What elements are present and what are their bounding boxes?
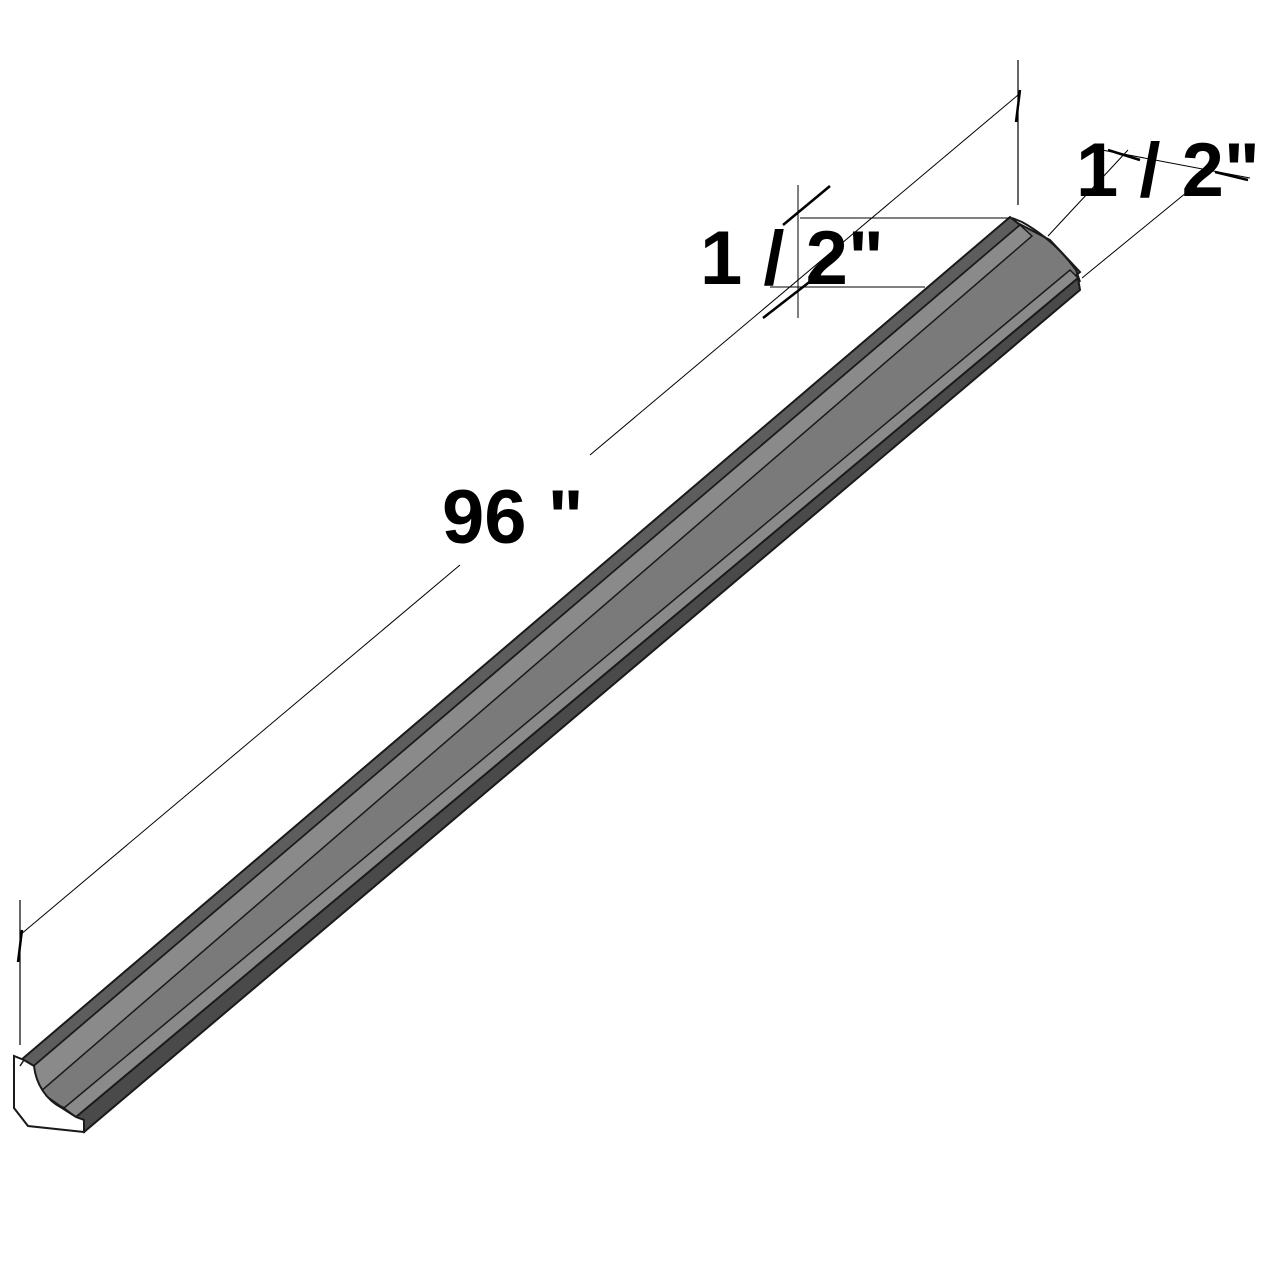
width-tick-top — [782, 185, 831, 226]
width-tick-bottom — [762, 279, 813, 319]
length-dimension: 96 " — [16, 60, 1022, 1045]
length-tick-near — [16, 929, 24, 963]
depth-tick-top — [1107, 148, 1141, 162]
length-dimension-line-upper — [589, 94, 1019, 456]
length-label: 96 " — [442, 475, 584, 560]
length-tick-far — [1014, 89, 1022, 123]
depth-extension-line-top — [1047, 149, 1129, 237]
molding-near-end-detail — [19, 1058, 65, 1109]
depth-extension-line-bottom — [1081, 187, 1193, 279]
molding-far-end — [1011, 217, 1081, 283]
length-dimension-line-lower — [19, 564, 461, 936]
molding-near-end-cap — [13, 1054, 85, 1134]
width-dimension: 1 / 2" — [700, 185, 1010, 319]
depth-label: 1 / 2" — [1076, 128, 1260, 213]
depth-tick-bottom — [1214, 170, 1249, 182]
depth-dimension: 1 / 2" — [1047, 128, 1260, 279]
width-label: 1 / 2" — [700, 216, 884, 301]
molding-body — [12, 215, 1082, 1134]
